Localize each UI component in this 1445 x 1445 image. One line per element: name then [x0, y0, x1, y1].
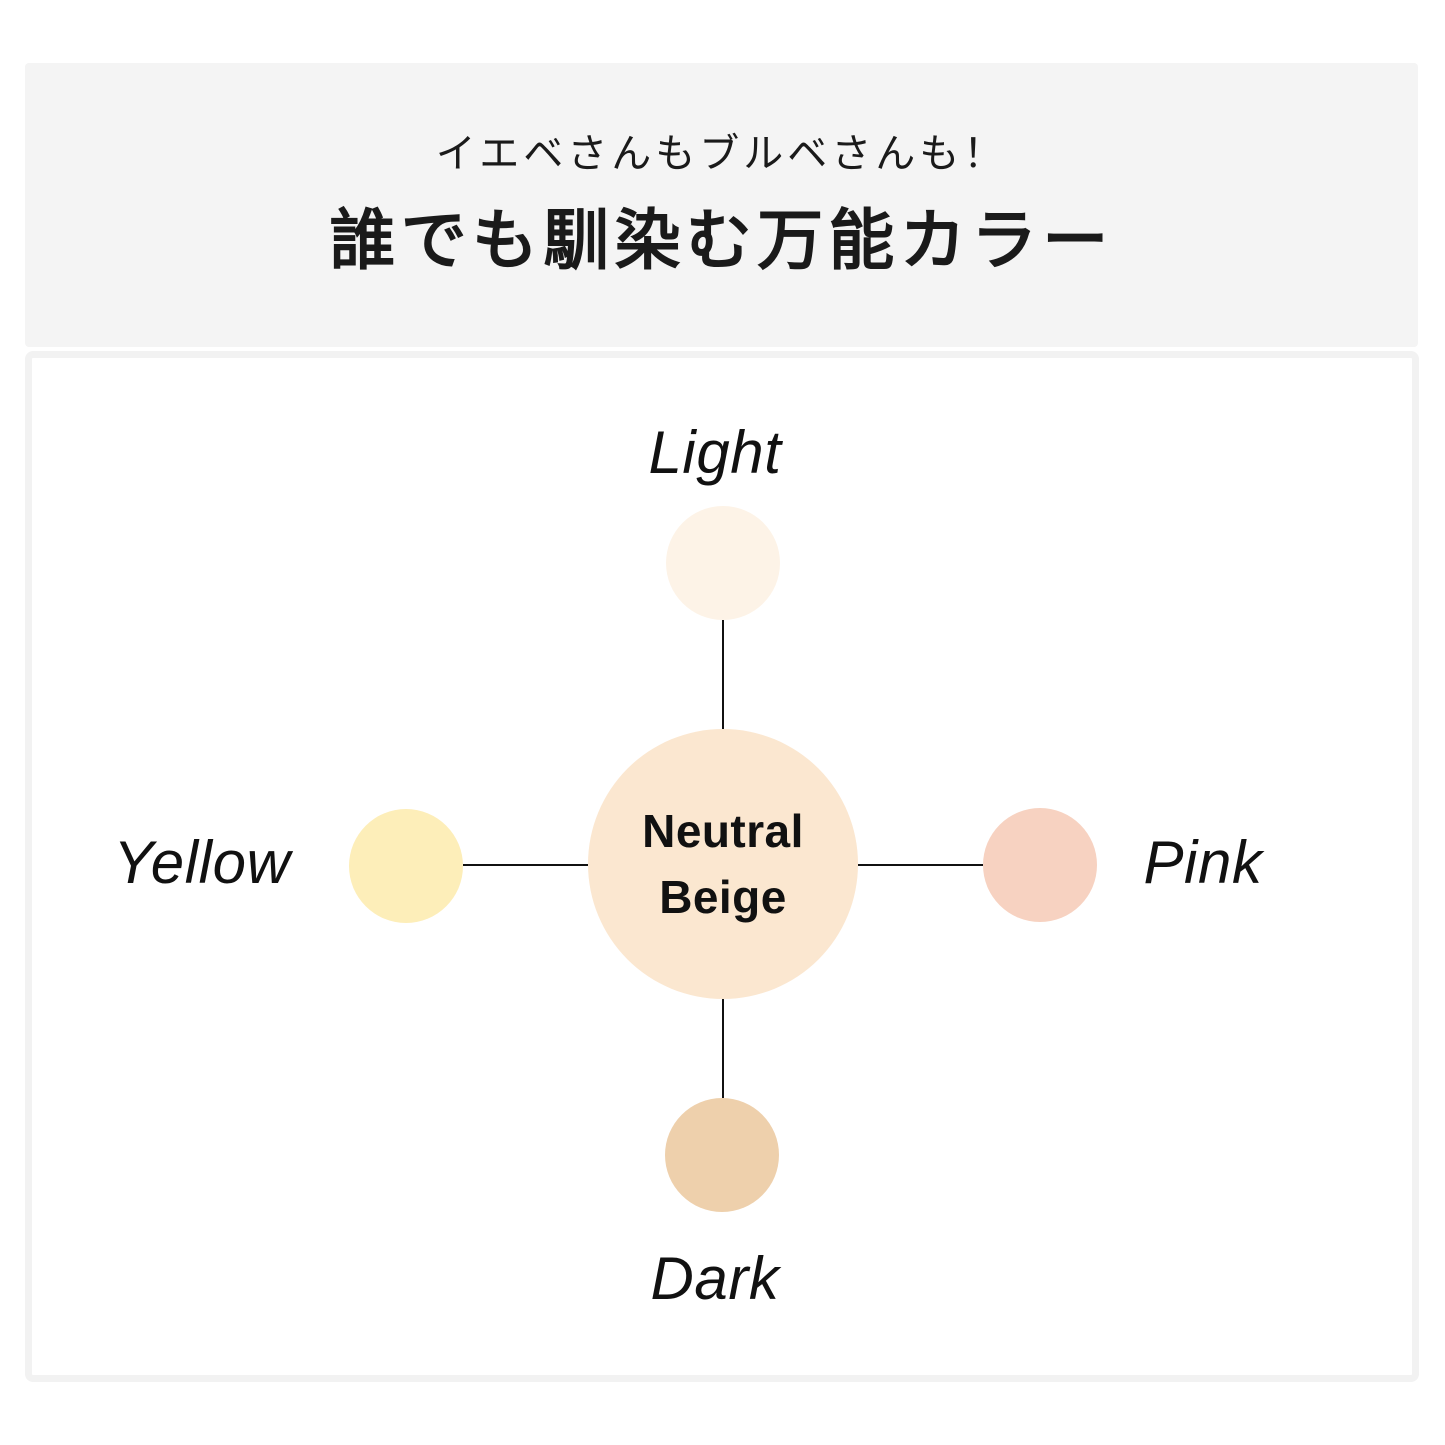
color-swatch-light	[666, 506, 780, 620]
color-swatch-pink	[983, 808, 1097, 922]
center-node-label-line2: Beige	[659, 871, 787, 923]
node-label-yellow: Yellow	[113, 829, 291, 896]
center-node-label-line1: Neutral	[642, 805, 804, 857]
color-swatch-yellow	[349, 809, 463, 923]
header-band: イエベさんもブルベさんも！ 誰でも馴染む万能カラー	[25, 63, 1418, 347]
connector-top	[722, 620, 724, 729]
node-label-light: Light	[648, 419, 782, 486]
node-label-pink: Pink	[1143, 829, 1263, 896]
center-node: Neutral Beige	[588, 729, 858, 999]
color-swatch-dark	[665, 1098, 779, 1212]
node-label-dark: Dark	[650, 1245, 780, 1312]
connector-right	[858, 864, 983, 866]
connector-left	[463, 864, 588, 866]
page-title: 誰でも馴染む万能カラー	[329, 203, 1114, 278]
connector-bottom	[722, 999, 724, 1098]
header-subtitle: イエベさんもブルベさんも！	[435, 132, 1008, 177]
